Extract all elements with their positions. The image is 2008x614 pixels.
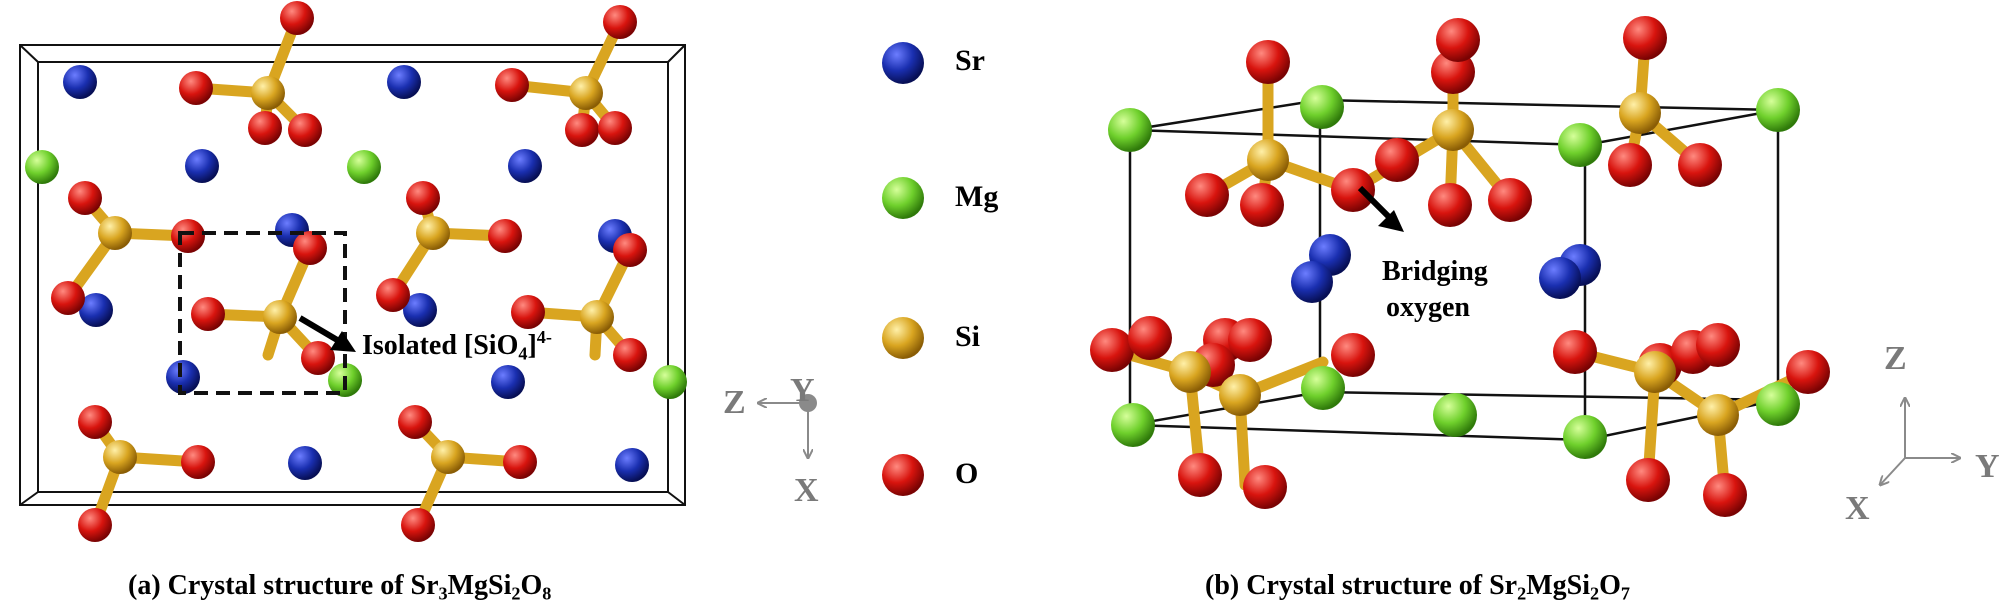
legend-swatch-o bbox=[882, 454, 924, 496]
caption-panel-a: (a) Crystal structure of Sr3MgSi2O8 bbox=[128, 570, 552, 604]
legend-swatch-sr bbox=[882, 42, 924, 84]
panel-a-axis-y: Y bbox=[790, 372, 815, 409]
legend-label-o: O bbox=[955, 457, 979, 490]
panel-b-axis-z: Z bbox=[1884, 340, 1907, 377]
bridging-oxygen-label: Bridging oxygen bbox=[1382, 254, 1488, 326]
caption-panel-b: (b) Crystal structure of Sr2MgSi2O7 bbox=[1205, 570, 1630, 604]
panel-a-bonds bbox=[62, 12, 636, 531]
panel-b-atoms bbox=[1090, 16, 1830, 517]
isolated-tetrahedron-box bbox=[178, 231, 347, 395]
panel-a-atoms bbox=[25, 1, 687, 542]
isolated-arrow bbox=[298, 315, 356, 352]
panel-b-axis-triad bbox=[1880, 398, 1960, 485]
legend bbox=[882, 42, 924, 496]
bridging-oxygen-line1: Bridging bbox=[1382, 256, 1488, 287]
panel-a-unit-cell bbox=[19, 44, 686, 506]
isolated-sio4-label: Isolated [SiO4]4- bbox=[362, 327, 552, 364]
legend-swatch-si bbox=[882, 317, 924, 359]
legend-label-sr: Sr bbox=[955, 44, 985, 77]
legend-swatch-mg bbox=[882, 177, 924, 219]
panel-a-axis-x: X bbox=[794, 472, 819, 509]
bridging-oxygen-line2: oxygen bbox=[1386, 292, 1470, 323]
panel-b-axis-x: X bbox=[1845, 490, 1870, 527]
legend-label-si: Si bbox=[955, 320, 981, 353]
panel-a-structure bbox=[19, 1, 687, 542]
panel-a-axis-z: Z bbox=[723, 384, 746, 421]
panel-b-axis-y: Y bbox=[1975, 448, 2000, 485]
panel-b-structure bbox=[1090, 16, 1830, 517]
legend-label-mg: Mg bbox=[955, 180, 999, 213]
bridging-arrow bbox=[1357, 185, 1404, 232]
panel-a-axis-triad bbox=[758, 394, 817, 458]
